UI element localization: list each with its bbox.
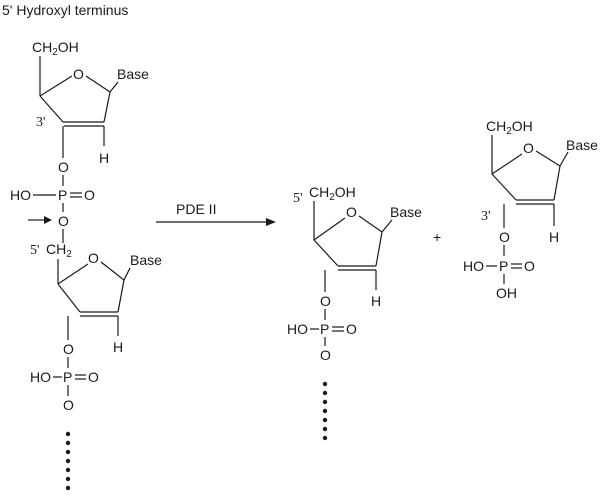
oh-label: OH — [496, 285, 517, 301]
ch2oh-label: CH2OH — [32, 39, 79, 58]
h-label: H — [99, 150, 109, 166]
phosphorus-label: P — [320, 321, 329, 337]
base-label: Base — [117, 66, 149, 82]
left-upper-nucleotide: CH2OH O Base H 3' O HO P O O — [10, 39, 149, 229]
oxygen-label: O — [320, 293, 331, 309]
h-label: H — [113, 339, 123, 355]
position-5-label: 5' — [293, 191, 303, 206]
position-3-label: 3' — [481, 209, 491, 224]
ho-label: HO — [287, 321, 308, 337]
oxygen-label: O — [63, 397, 74, 413]
phosphorus-label: P — [499, 258, 508, 274]
diagram-title: 5' Hydroxyl terminus — [2, 2, 128, 18]
ho-label: HO — [10, 187, 31, 203]
h-label: H — [371, 293, 381, 309]
oxygen-label: O — [88, 369, 99, 385]
chain-continuation-dots — [322, 381, 328, 441]
ho-label: HO — [463, 258, 484, 274]
ch2oh-label: CH2OH — [309, 184, 356, 203]
h-label: H — [549, 229, 559, 245]
bridging-oxygen-label: O — [58, 213, 69, 229]
arrow-head — [266, 218, 276, 226]
chain-continuation-dots — [65, 431, 71, 491]
base-label: Base — [566, 137, 598, 153]
product-chain: 5' CH2OH O Base H O HO P O O — [287, 184, 422, 441]
reaction-arrow: PDE II — [156, 201, 276, 226]
ch2-label: CH2 — [46, 241, 72, 260]
phosphorus-label: P — [58, 187, 67, 203]
phosphorus-label: P — [63, 369, 72, 385]
ch2oh-label: CH2OH — [486, 118, 533, 137]
enzyme-label: PDE II — [176, 201, 216, 217]
oxygen-label: O — [63, 341, 74, 357]
oxygen-label: O — [524, 258, 535, 274]
oxygen-label: O — [84, 187, 95, 203]
base-label: Base — [130, 252, 162, 268]
oxygen-label: O — [58, 159, 69, 175]
plus-sign: + — [433, 229, 441, 245]
left-lower-nucleotide: 5' CH2 O Base H O HO P O O — [30, 229, 162, 491]
oxygen-label: O — [320, 347, 331, 363]
oxygen-label: O — [346, 321, 357, 337]
oxygen-label: O — [499, 229, 510, 245]
ho-label: HO — [30, 369, 51, 385]
position-3-label: 3' — [36, 115, 46, 130]
ring-oxygen: O — [523, 140, 534, 156]
position-5-label: 5' — [30, 243, 40, 258]
ring-oxygen: O — [346, 204, 357, 220]
ring-oxygen: O — [88, 250, 99, 266]
base-label: Base — [390, 204, 422, 220]
released-nucleotide: CH2OH O Base H 3' O HO P O OH — [463, 118, 598, 301]
ring-oxygen: O — [73, 66, 84, 82]
cleavage-site-arrow — [44, 216, 52, 224]
